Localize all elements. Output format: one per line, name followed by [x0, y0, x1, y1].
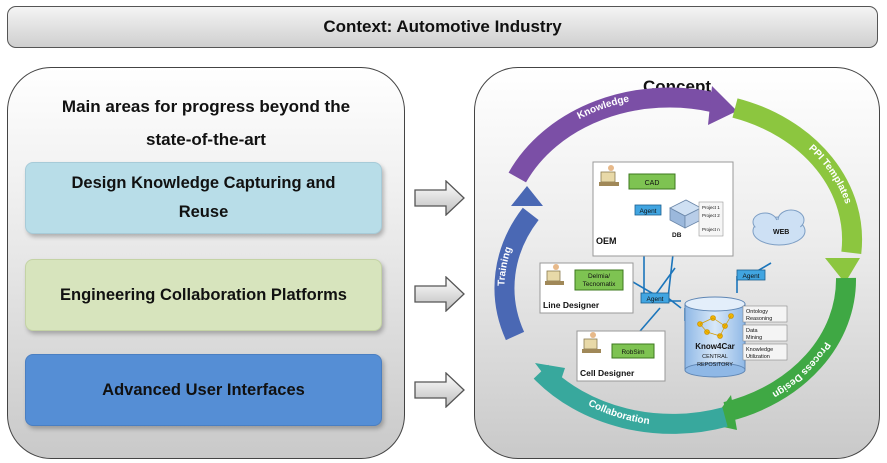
project-1: Project 1 [702, 205, 720, 210]
svg-text:Data: Data [746, 328, 759, 334]
workstation-icon [545, 264, 564, 285]
svg-text:Agent: Agent [640, 208, 657, 215]
agent-node-oem [634, 204, 662, 216]
svg-text:Knowledge: Knowledge [746, 347, 773, 353]
db-label: DB [672, 232, 682, 239]
cycle-arrowhead-knowledge [708, 86, 737, 125]
context-title: Context: Automotive Industry [323, 17, 562, 36]
cell-designer-label: Cell Designer [580, 368, 635, 378]
knowledge-utilization-module: Knowledge Utilization [742, 343, 788, 361]
progress-areas-title: Main areas for progress beyond the state… [61, 97, 351, 149]
agent-node-line [640, 292, 670, 304]
data-mining-module: Data Mining [742, 324, 788, 342]
line-designer-label: Line Designer [543, 300, 600, 310]
arrow-right-icon [414, 372, 465, 408]
svg-text:Agent: Agent [647, 296, 664, 303]
cycle-arc-knowledge [508, 87, 718, 183]
arrow-right-icon [414, 180, 465, 216]
area-advanced-ui: Advanced User Interfaces [25, 354, 382, 426]
project-n: Project n [702, 227, 720, 232]
know4car-label: Know4Car [695, 342, 735, 351]
cycle-arrowhead-training [511, 186, 543, 206]
context-banner: Context: Automotive Industry [7, 6, 878, 48]
workstation-icon [599, 165, 619, 186]
cycle-arc-ppi-templates [732, 98, 863, 254]
cycle-label-ppi-templates: PPI Templates [806, 143, 853, 206]
concept-panel: Concept Knowledge PPI Templates Process … [474, 67, 880, 459]
arrow-right-icon [414, 276, 465, 312]
robsim-label: RobSim [621, 349, 644, 356]
central-label: CENTRAL [702, 354, 728, 360]
svg-text:Agent: Agent [743, 273, 760, 280]
cycle-arrowhead-ppi-templates [825, 258, 860, 283]
central-repository-icon [684, 296, 746, 378]
repository-label: REPOSITORY [697, 362, 733, 368]
svg-text:Ontology: Ontology [746, 309, 768, 315]
cycle-arc-training [494, 207, 539, 341]
svg-text:Utilization: Utilization [746, 354, 770, 360]
area-engineering-collaboration: Engineering Collaboration Platforms [25, 259, 382, 331]
cad-node [628, 173, 676, 190]
web-cloud-icon [752, 209, 806, 246]
web-label: WEB [773, 229, 789, 236]
svg-text:Mining: Mining [746, 335, 762, 341]
agent-node-web [736, 269, 766, 281]
robsim-node [611, 343, 655, 359]
delmia-label: Delmia/ [588, 273, 610, 280]
cycle-arc-process-design [723, 277, 857, 422]
progress-areas-panel: Main areas for progress beyond the state… [7, 67, 405, 459]
project-2: Project 2 [702, 213, 720, 218]
workstation-icon [582, 332, 601, 353]
concept-cycle-diagram: Knowledge PPI Templates Process Design C… [494, 86, 863, 434]
oem-label: OEM [596, 236, 617, 246]
delmia-node [574, 269, 624, 291]
ontology-reasoning-module: Ontology Reasoning [742, 305, 788, 323]
svg-text:Reasoning: Reasoning [746, 316, 772, 322]
tecnomatix-label: Tecnomatix [583, 281, 617, 288]
db-icon [669, 199, 702, 229]
cad-label: CAD [645, 180, 660, 187]
cycle-arrowhead-collaboration [535, 363, 565, 392]
cycle-arc-collaboration [533, 364, 728, 434]
